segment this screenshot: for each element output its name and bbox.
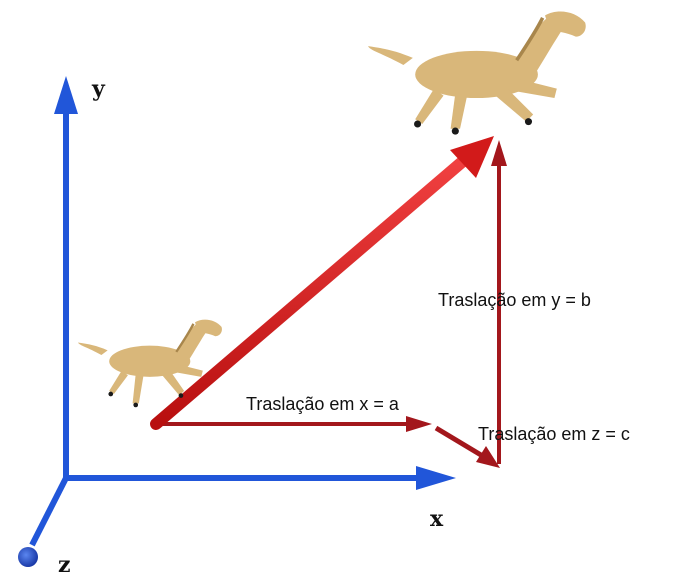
y-translation-arrowhead (491, 140, 507, 166)
label-translation-z: Traslação em z = c (478, 424, 630, 444)
component-translations (156, 140, 507, 468)
label-translation-y: Traslação em y = b (438, 290, 591, 310)
resultant-arrowhead (450, 136, 494, 178)
x-axis-label: x (430, 506, 444, 532)
z-translation-arrowhead (476, 446, 500, 468)
resultant-translation (150, 136, 494, 430)
x-translation-arrowhead (406, 416, 432, 432)
label-translation-x: Traslação em x = a (246, 394, 400, 414)
y-axis-arrowhead (54, 76, 78, 114)
z-axis (29, 476, 69, 547)
horse-initial (78, 319, 222, 408)
horse-final (368, 11, 586, 135)
z-translation-arrow (434, 425, 488, 461)
z-axis-label: z (58, 552, 71, 578)
z-axis-end-ball (18, 547, 38, 567)
resultant-arrow-shaft (150, 156, 468, 430)
y-axis-label: y (91, 76, 106, 102)
axes-group: y x z (18, 76, 456, 578)
x-axis-arrowhead (416, 466, 456, 490)
